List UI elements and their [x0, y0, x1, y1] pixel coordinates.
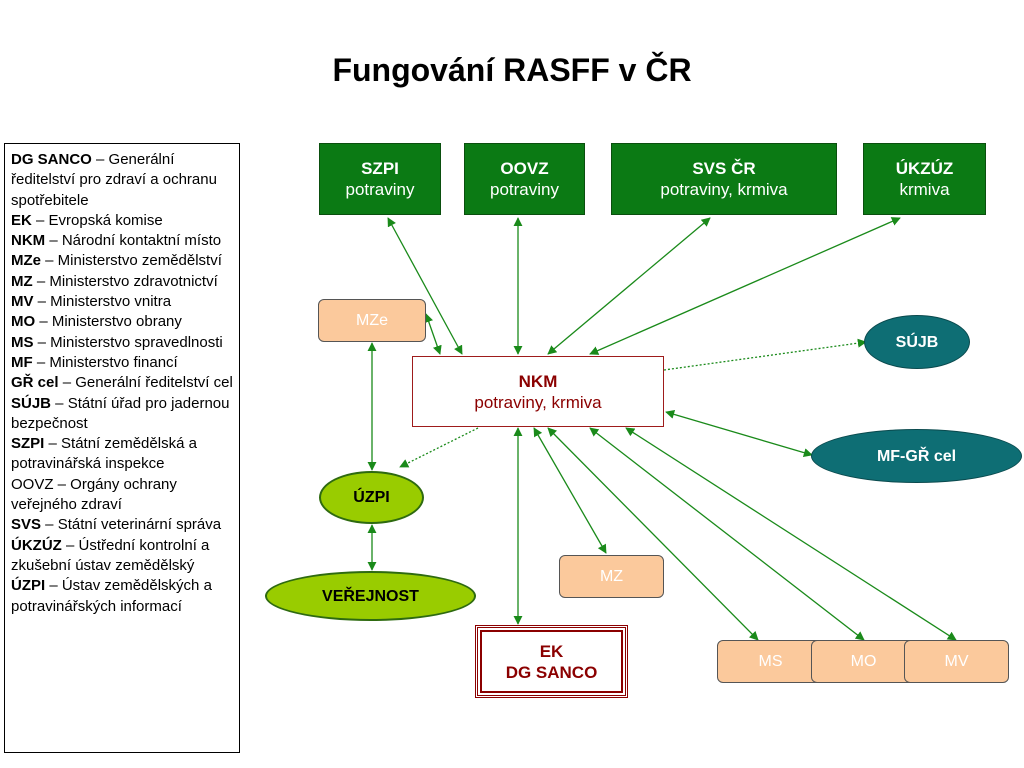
legend-abbr: DG SANCO	[11, 151, 92, 168]
nkm-title: NKM	[518, 371, 558, 391]
arrow-szpi-nkm	[387, 217, 463, 355]
sujb-label: SÚJB	[895, 333, 939, 351]
legend-abbr: SZPI	[11, 435, 45, 453]
legend-text: OOVZ – Orgány ochrany veřejného zdraví	[11, 475, 177, 514]
legend-abbr: MV	[11, 293, 34, 311]
legend-text: – Státní úřad pro jadernou bezpečnost	[11, 394, 230, 432]
arrow-nkm-mf	[665, 409, 813, 458]
ek-subtitle: DG SANCO	[505, 662, 598, 682]
mf-gr-cel-label: MF-GŘ cel	[876, 447, 957, 465]
legend-text: – Ministerstvo spravedlnosti	[33, 333, 223, 351]
ms-box: MS	[717, 640, 824, 683]
nkm-box: NKM potraviny, krmiva	[412, 356, 664, 427]
legend-abbr: ÚZPI	[11, 577, 46, 595]
legend-abbr: MZe	[11, 252, 41, 270]
ukzuz-subtitle: krmiva	[899, 180, 950, 199]
oovz-title: OOVZ	[500, 159, 549, 178]
mo-label: MO	[850, 653, 877, 670]
mf-gr-cel-ellipse: MF-GŘ cel	[811, 429, 1022, 483]
legend-abbr: SÚJB	[11, 394, 52, 412]
mo-box: MO	[811, 640, 916, 683]
legend-text: – Ministerstvo obrany	[35, 313, 182, 331]
ukzuz-title: ÚKZÚZ	[895, 159, 954, 178]
legend-entry: ÚZPI – Ústav zemědělských a potravinářsk…	[11, 576, 233, 617]
legend-entry: SVS – Státní veterinární správa	[11, 515, 233, 535]
dotted-arrow-nkm-sujb	[663, 338, 867, 371]
arrow-ukzuz-nkm	[589, 217, 901, 355]
ek-title: EK	[539, 641, 564, 661]
legend-entry: OOVZ – Orgány ochrany veřejného zdraví	[11, 475, 233, 516]
mz-label: MZ	[599, 568, 624, 585]
ukzuz-box: ÚKZÚZ krmiva	[863, 143, 986, 215]
legend-entry: DG SANCO – Generální ředitelství pro zdr…	[11, 150, 233, 211]
legend-entry: NKM – Národní kontaktní místo	[11, 231, 233, 251]
legend-text: – Ministerstvo zemědělství	[41, 252, 222, 270]
legend-entry: MO – Ministerstvo obrany	[11, 312, 233, 332]
legend-abbr: MZ	[11, 272, 33, 290]
legend-text: – Generální ředitelství cel	[58, 374, 233, 392]
legend-text: – Ústav zemědělských a potravinářských i…	[11, 577, 212, 615]
dotted-arrow-nkm-uzpi	[399, 427, 479, 468]
legend-entry: EK – Evropská komise	[11, 211, 233, 231]
legend-entry: MZ – Ministerstvo zdravotnictví	[11, 272, 233, 292]
svs-title: SVS ČR	[692, 159, 756, 178]
legend-entry: ÚKZÚZ – Ústřední kontrolní a zkušební ús…	[11, 536, 233, 577]
abbreviation-legend: DG SANCO – Generální ředitelství pro zdr…	[4, 143, 240, 753]
arrow-mze-nkm	[424, 313, 442, 355]
mz-box: MZ	[559, 555, 664, 598]
legend-entry: MZe – Ministerstvo zemědělství	[11, 251, 233, 271]
legend-abbr: EK	[11, 211, 32, 229]
verejnost-ellipse: VEŘEJNOST	[265, 571, 476, 621]
mv-label: MV	[944, 653, 969, 670]
verejnost-label: VEŘEJNOST	[322, 587, 419, 605]
legend-abbr: NKM	[11, 232, 46, 250]
legend-entry: GŘ cel – Generální ředitelství cel	[11, 373, 233, 393]
legend-text: – Státní veterinární správa	[41, 516, 222, 534]
legend-text: – Evropská komise	[31, 211, 163, 229]
nkm-subtitle: potraviny, krmiva	[474, 392, 602, 412]
uzpi-ellipse: ÚZPI	[319, 471, 424, 524]
szpi-subtitle: potraviny	[345, 180, 415, 199]
mv-box: MV	[904, 640, 1009, 683]
legend-text: – Ministerstvo financí	[32, 353, 178, 371]
legend-text: – Státní zemědělská a potravinářská insp…	[11, 435, 197, 473]
legend-text: – Národní kontaktní místo	[45, 232, 222, 250]
legend-abbr: MS	[11, 333, 34, 351]
legend-abbr: SVS	[11, 516, 42, 534]
arrow-svs-nkm	[547, 217, 711, 355]
legend-entry: SZPI – Státní zemědělská a potravinářská…	[11, 434, 233, 475]
svs-subtitle: potraviny, krmiva	[660, 180, 788, 199]
legend-abbr: MO	[11, 313, 36, 331]
page-title: Fungování RASFF v ČR	[332, 52, 692, 88]
legend-text: – Generální ředitelství pro zdraví a och…	[11, 151, 217, 209]
ek-dg-sanco-box: EK DG SANCO	[475, 625, 628, 698]
legend-text: – Ministerstvo vnitra	[33, 293, 172, 311]
mze-label: MZe	[356, 312, 388, 329]
szpi-box: SZPI potraviny	[319, 143, 441, 215]
legend-text: – Ministerstvo zdravotnictví	[32, 272, 218, 290]
legend-entry: MS – Ministerstvo spravedlnosti	[11, 333, 233, 353]
szpi-title: SZPI	[361, 159, 399, 178]
legend-entry: SÚJB – Státní úřad pro jadernou bezpečno…	[11, 394, 233, 435]
arrow-nkm-mv	[625, 427, 957, 641]
oovz-box: OOVZ potraviny	[464, 143, 585, 215]
uzpi-label: ÚZPI	[353, 489, 390, 506]
sujb-ellipse: SÚJB	[864, 315, 970, 369]
legend-abbr: ÚKZÚZ	[11, 536, 62, 554]
legend-entry: MV – Ministerstvo vnitra	[11, 292, 233, 312]
legend-abbr: GŘ cel	[11, 374, 59, 392]
ms-label: MS	[758, 653, 783, 670]
arrow-nkm-mz	[533, 427, 607, 554]
legend-abbr: MF	[11, 353, 33, 371]
legend-text: – Ústřední kontrolní a zkušební ústav ze…	[11, 536, 210, 574]
oovz-subtitle: potraviny	[490, 180, 559, 199]
legend-entry: MF – Ministerstvo financí	[11, 353, 233, 373]
mze-box: MZe	[318, 299, 426, 342]
svs-box: SVS ČR potraviny, krmiva	[611, 143, 837, 215]
